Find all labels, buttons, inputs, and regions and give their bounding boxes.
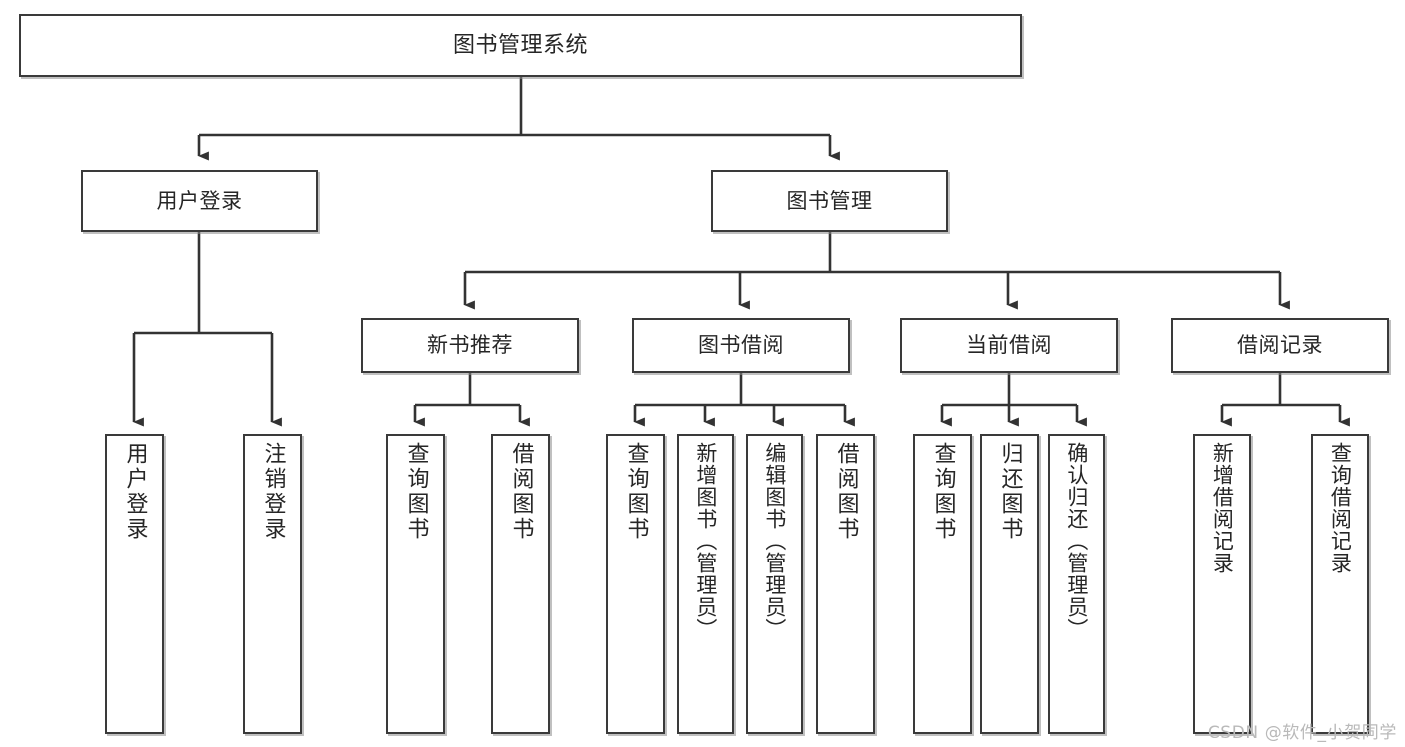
node-root-system[interactable]: 图书管理系统 bbox=[19, 14, 1022, 77]
node-label: 查询图书 bbox=[403, 442, 429, 542]
node-label: 查询借阅记录 bbox=[1328, 442, 1353, 574]
leaf-recommend-borrow-book[interactable]: 借阅图书 bbox=[491, 434, 550, 734]
node-label: 确认归还（管理员） bbox=[1064, 442, 1089, 640]
leaf-user-login-logout[interactable]: 注销登录 bbox=[243, 434, 302, 734]
node-label: 图书管理系统 bbox=[452, 32, 588, 58]
leaf-current-query-book[interactable]: 查询图书 bbox=[913, 434, 972, 734]
node-label: 用户登录 bbox=[122, 442, 148, 542]
node-label: 图书借阅 bbox=[698, 333, 784, 358]
node-label: 借阅记录 bbox=[1237, 333, 1323, 358]
leaf-user-login-login[interactable]: 用户登录 bbox=[105, 434, 164, 734]
node-label: 用户登录 bbox=[156, 188, 243, 213]
node-label: 新增图书（管理员） bbox=[693, 442, 718, 640]
leaf-borrow-borrow-book[interactable]: 借阅图书 bbox=[816, 434, 875, 734]
leaf-recommend-query-book[interactable]: 查询图书 bbox=[386, 434, 445, 734]
node-label: 查询图书 bbox=[930, 442, 956, 542]
leaf-borrow-add-book[interactable]: 新增图书（管理员） bbox=[677, 434, 734, 734]
csdn-watermark: CSDN @软件_小贺同学 bbox=[1207, 723, 1397, 743]
node-label: 借阅图书 bbox=[833, 442, 859, 542]
node-label: 新书推荐 bbox=[427, 333, 513, 358]
leaf-current-confirm-return[interactable]: 确认归还（管理员） bbox=[1048, 434, 1105, 734]
node-borrow-record[interactable]: 借阅记录 bbox=[1171, 318, 1389, 373]
leaf-borrow-query-book[interactable]: 查询图书 bbox=[606, 434, 665, 734]
node-current-borrow[interactable]: 当前借阅 bbox=[900, 318, 1118, 373]
node-book-borrow[interactable]: 图书借阅 bbox=[632, 318, 850, 373]
node-label: 当前借阅 bbox=[966, 333, 1052, 358]
node-label: 归还图书 bbox=[997, 442, 1023, 542]
node-label: 新增借阅记录 bbox=[1210, 442, 1235, 574]
node-label: 编辑图书（管理员） bbox=[762, 442, 787, 640]
leaf-record-add-record[interactable]: 新增借阅记录 bbox=[1193, 434, 1251, 734]
node-user-login[interactable]: 用户登录 bbox=[81, 170, 318, 232]
node-book-management[interactable]: 图书管理 bbox=[711, 170, 948, 232]
node-label: 注销登录 bbox=[260, 442, 286, 542]
leaf-record-query-record[interactable]: 查询借阅记录 bbox=[1311, 434, 1369, 734]
node-label: 图书管理 bbox=[786, 188, 873, 213]
leaf-current-return-book[interactable]: 归还图书 bbox=[980, 434, 1039, 734]
node-new-book-recommend[interactable]: 新书推荐 bbox=[361, 318, 579, 373]
node-label: 借阅图书 bbox=[508, 442, 534, 542]
leaf-borrow-edit-book[interactable]: 编辑图书（管理员） bbox=[746, 434, 803, 734]
node-label: 查询图书 bbox=[623, 442, 649, 542]
